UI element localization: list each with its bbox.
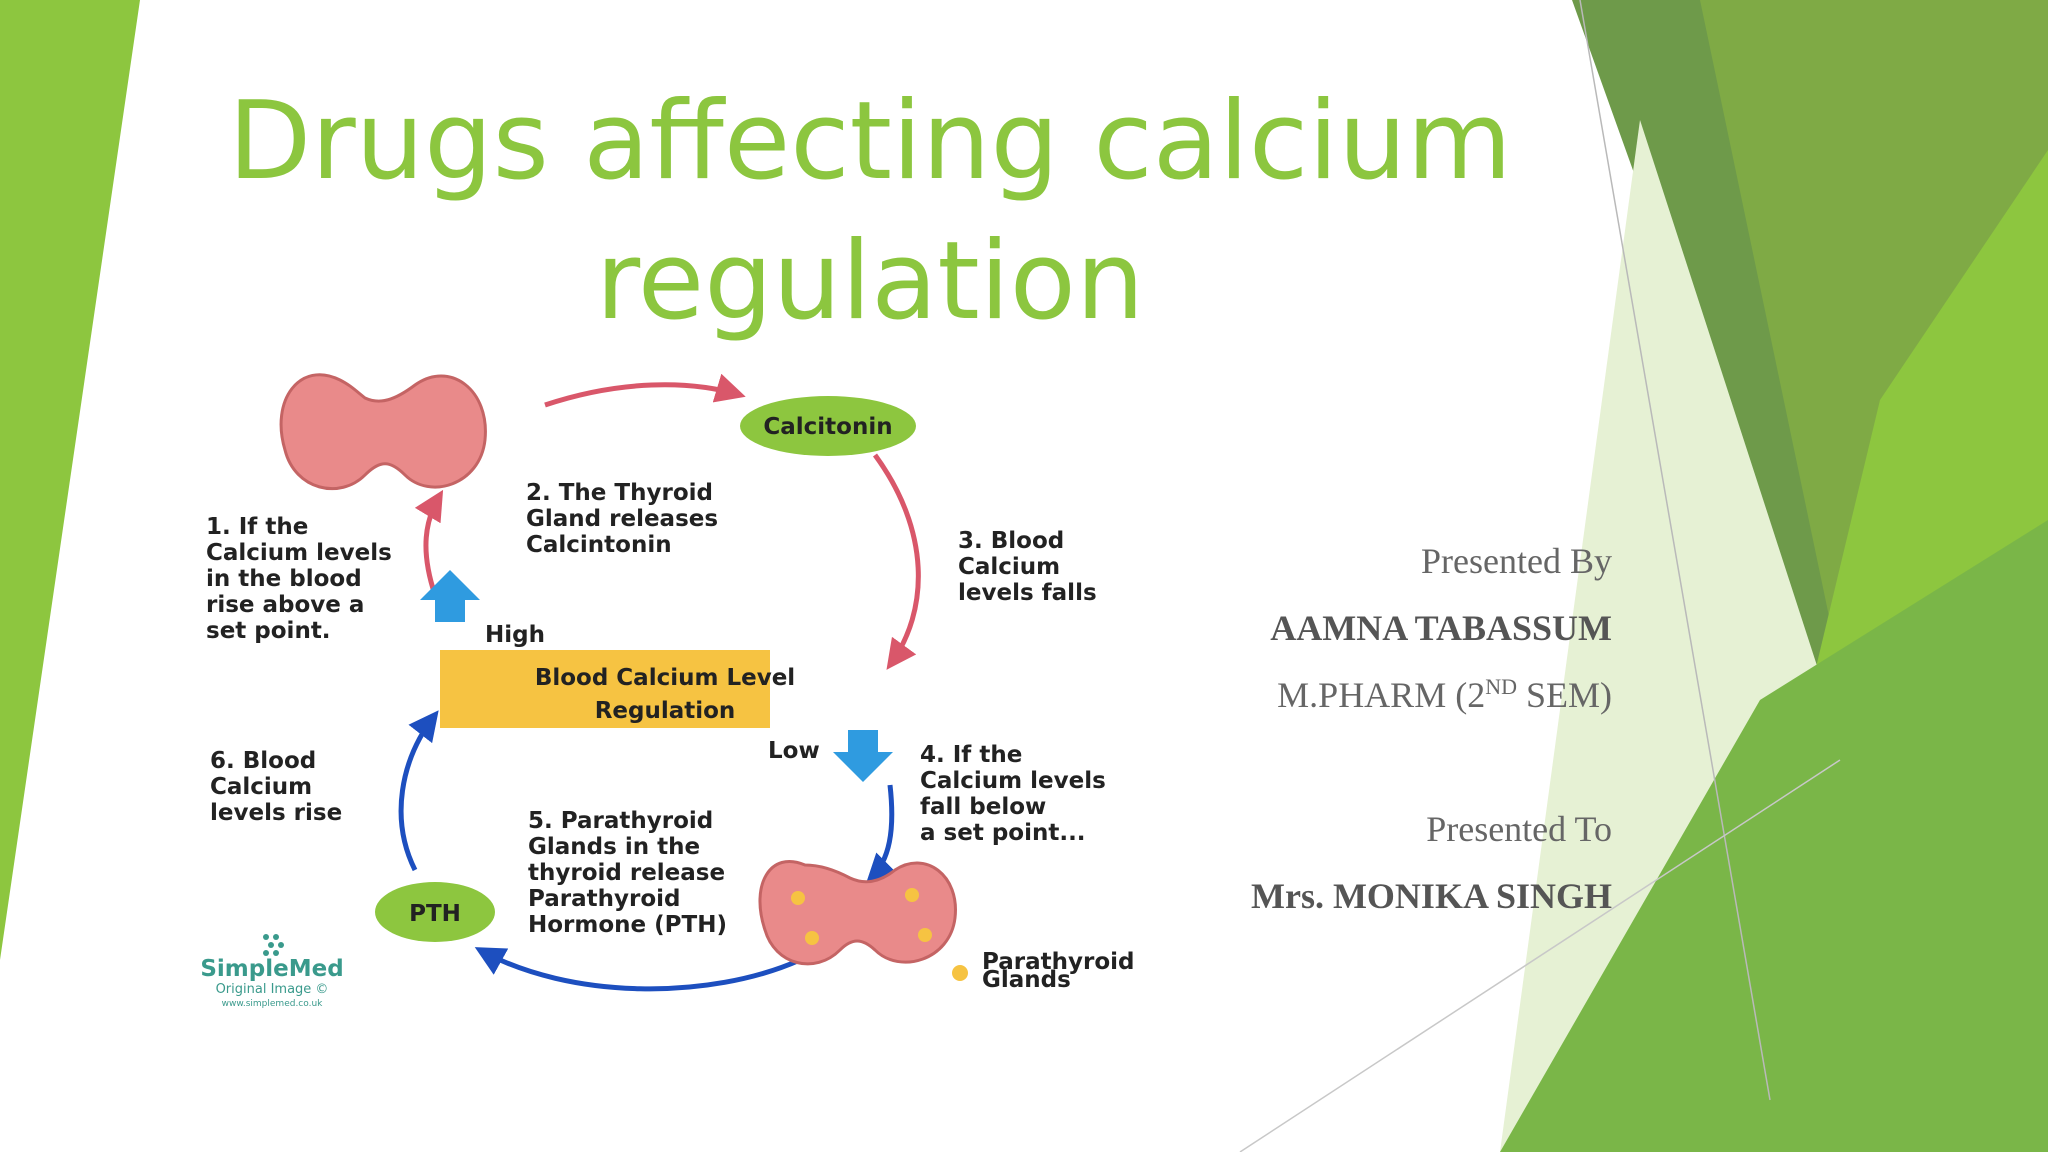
step-4-text: 4. If the Calcium levels fall below a se… — [920, 742, 1106, 846]
course-suffix: SEM) — [1517, 675, 1612, 715]
title-line-2: regulation — [140, 212, 1600, 352]
red-arrow-left — [426, 495, 440, 595]
step-5-line: thyroid release — [528, 860, 725, 886]
thyroid-gland-bottom — [760, 861, 956, 963]
step-2-line: Calcintonin — [526, 532, 672, 558]
step-3-text: 3. Blood Calcium levels falls — [958, 528, 1097, 606]
presenter-name: AAMNA TABASSUM — [1270, 607, 1612, 649]
calcium-regulation-diagram: Calcitonin High Blood Calcium Level Regu… — [190, 360, 1150, 1020]
step-4-line: a set point... — [920, 820, 1086, 846]
step-1-line: rise above a — [206, 592, 364, 618]
step-4-line: Calcium levels — [920, 768, 1106, 794]
pth-label: PTH — [409, 901, 461, 927]
step-1-line: 1. If the — [206, 514, 308, 540]
logo-name: SimpleMed — [200, 956, 343, 982]
presenter-course: M.PHARM (2ND SEM) — [1277, 674, 1612, 716]
thyroid-gland-top — [281, 375, 485, 489]
red-arrow-top — [545, 385, 740, 405]
step-6-line: 6. Blood — [210, 748, 316, 774]
step-6-line: Calcium — [210, 774, 312, 800]
step-4-line: 4. If the — [920, 742, 1022, 768]
legend-line-2: Glands — [982, 967, 1071, 993]
step-6-text: 6. Blood Calcium levels rise — [210, 748, 342, 826]
step-4-line: fall below — [920, 794, 1046, 820]
title-line-1: Drugs affecting calcium — [140, 72, 1600, 212]
course-superscript: ND — [1485, 674, 1517, 699]
logo-dots-icon — [263, 934, 284, 956]
logo-subtitle: Original Image © — [216, 982, 329, 997]
left-green-band — [0, 0, 140, 960]
presented-to-name: Mrs. MONIKA SINGH — [1251, 875, 1612, 917]
center-line-2: Regulation — [595, 698, 736, 724]
step-2-text: 2. The Thyroid Gland releases Calcintoni… — [526, 480, 718, 558]
step-6-line: levels rise — [210, 800, 342, 826]
high-label: High — [485, 622, 545, 648]
blue-arrow-left — [401, 715, 435, 870]
red-arrow-right — [875, 455, 918, 665]
step-5-line: Glands in the — [528, 834, 700, 860]
step-3-line: 3. Blood — [958, 528, 1064, 554]
step-5-text: 5. Parathyroid Glands in the thyroid rel… — [528, 808, 727, 938]
step-2-line: Gland releases — [526, 506, 718, 532]
step-1-line: set point. — [206, 618, 331, 644]
course-prefix: M.PHARM (2 — [1277, 675, 1485, 715]
step-1-text: 1. If the Calcium levels in the blood ri… — [206, 514, 392, 644]
step-3-line: levels falls — [958, 580, 1097, 606]
blue-arrow-right — [870, 785, 892, 880]
simplemed-logo: SimpleMed Original Image © www.simplemed… — [200, 934, 343, 1009]
low-label: Low — [768, 738, 820, 764]
step-1-line: in the blood — [206, 566, 362, 592]
legend-dot — [952, 965, 968, 981]
step-5-line: Hormone (PTH) — [528, 912, 727, 938]
logo-url: www.simplemed.co.uk — [222, 999, 324, 1009]
step-5-line: 5. Parathyroid — [528, 808, 713, 834]
presented-to-label: Presented To — [1426, 808, 1612, 850]
low-down-arrow — [833, 730, 893, 782]
step-5-line: Parathyroid — [528, 886, 680, 912]
step-3-line: Calcium — [958, 554, 1060, 580]
step-1-line: Calcium levels — [206, 540, 392, 566]
slide-title: Drugs affecting calcium regulation — [140, 72, 1600, 352]
step-2-line: 2. The Thyroid — [526, 480, 713, 506]
blue-arrow-bottom — [480, 950, 800, 989]
calcitonin-label: Calcitonin — [763, 414, 892, 440]
center-line-1: Blood Calcium Level — [535, 665, 795, 691]
presented-by-label: Presented By — [1421, 540, 1612, 582]
